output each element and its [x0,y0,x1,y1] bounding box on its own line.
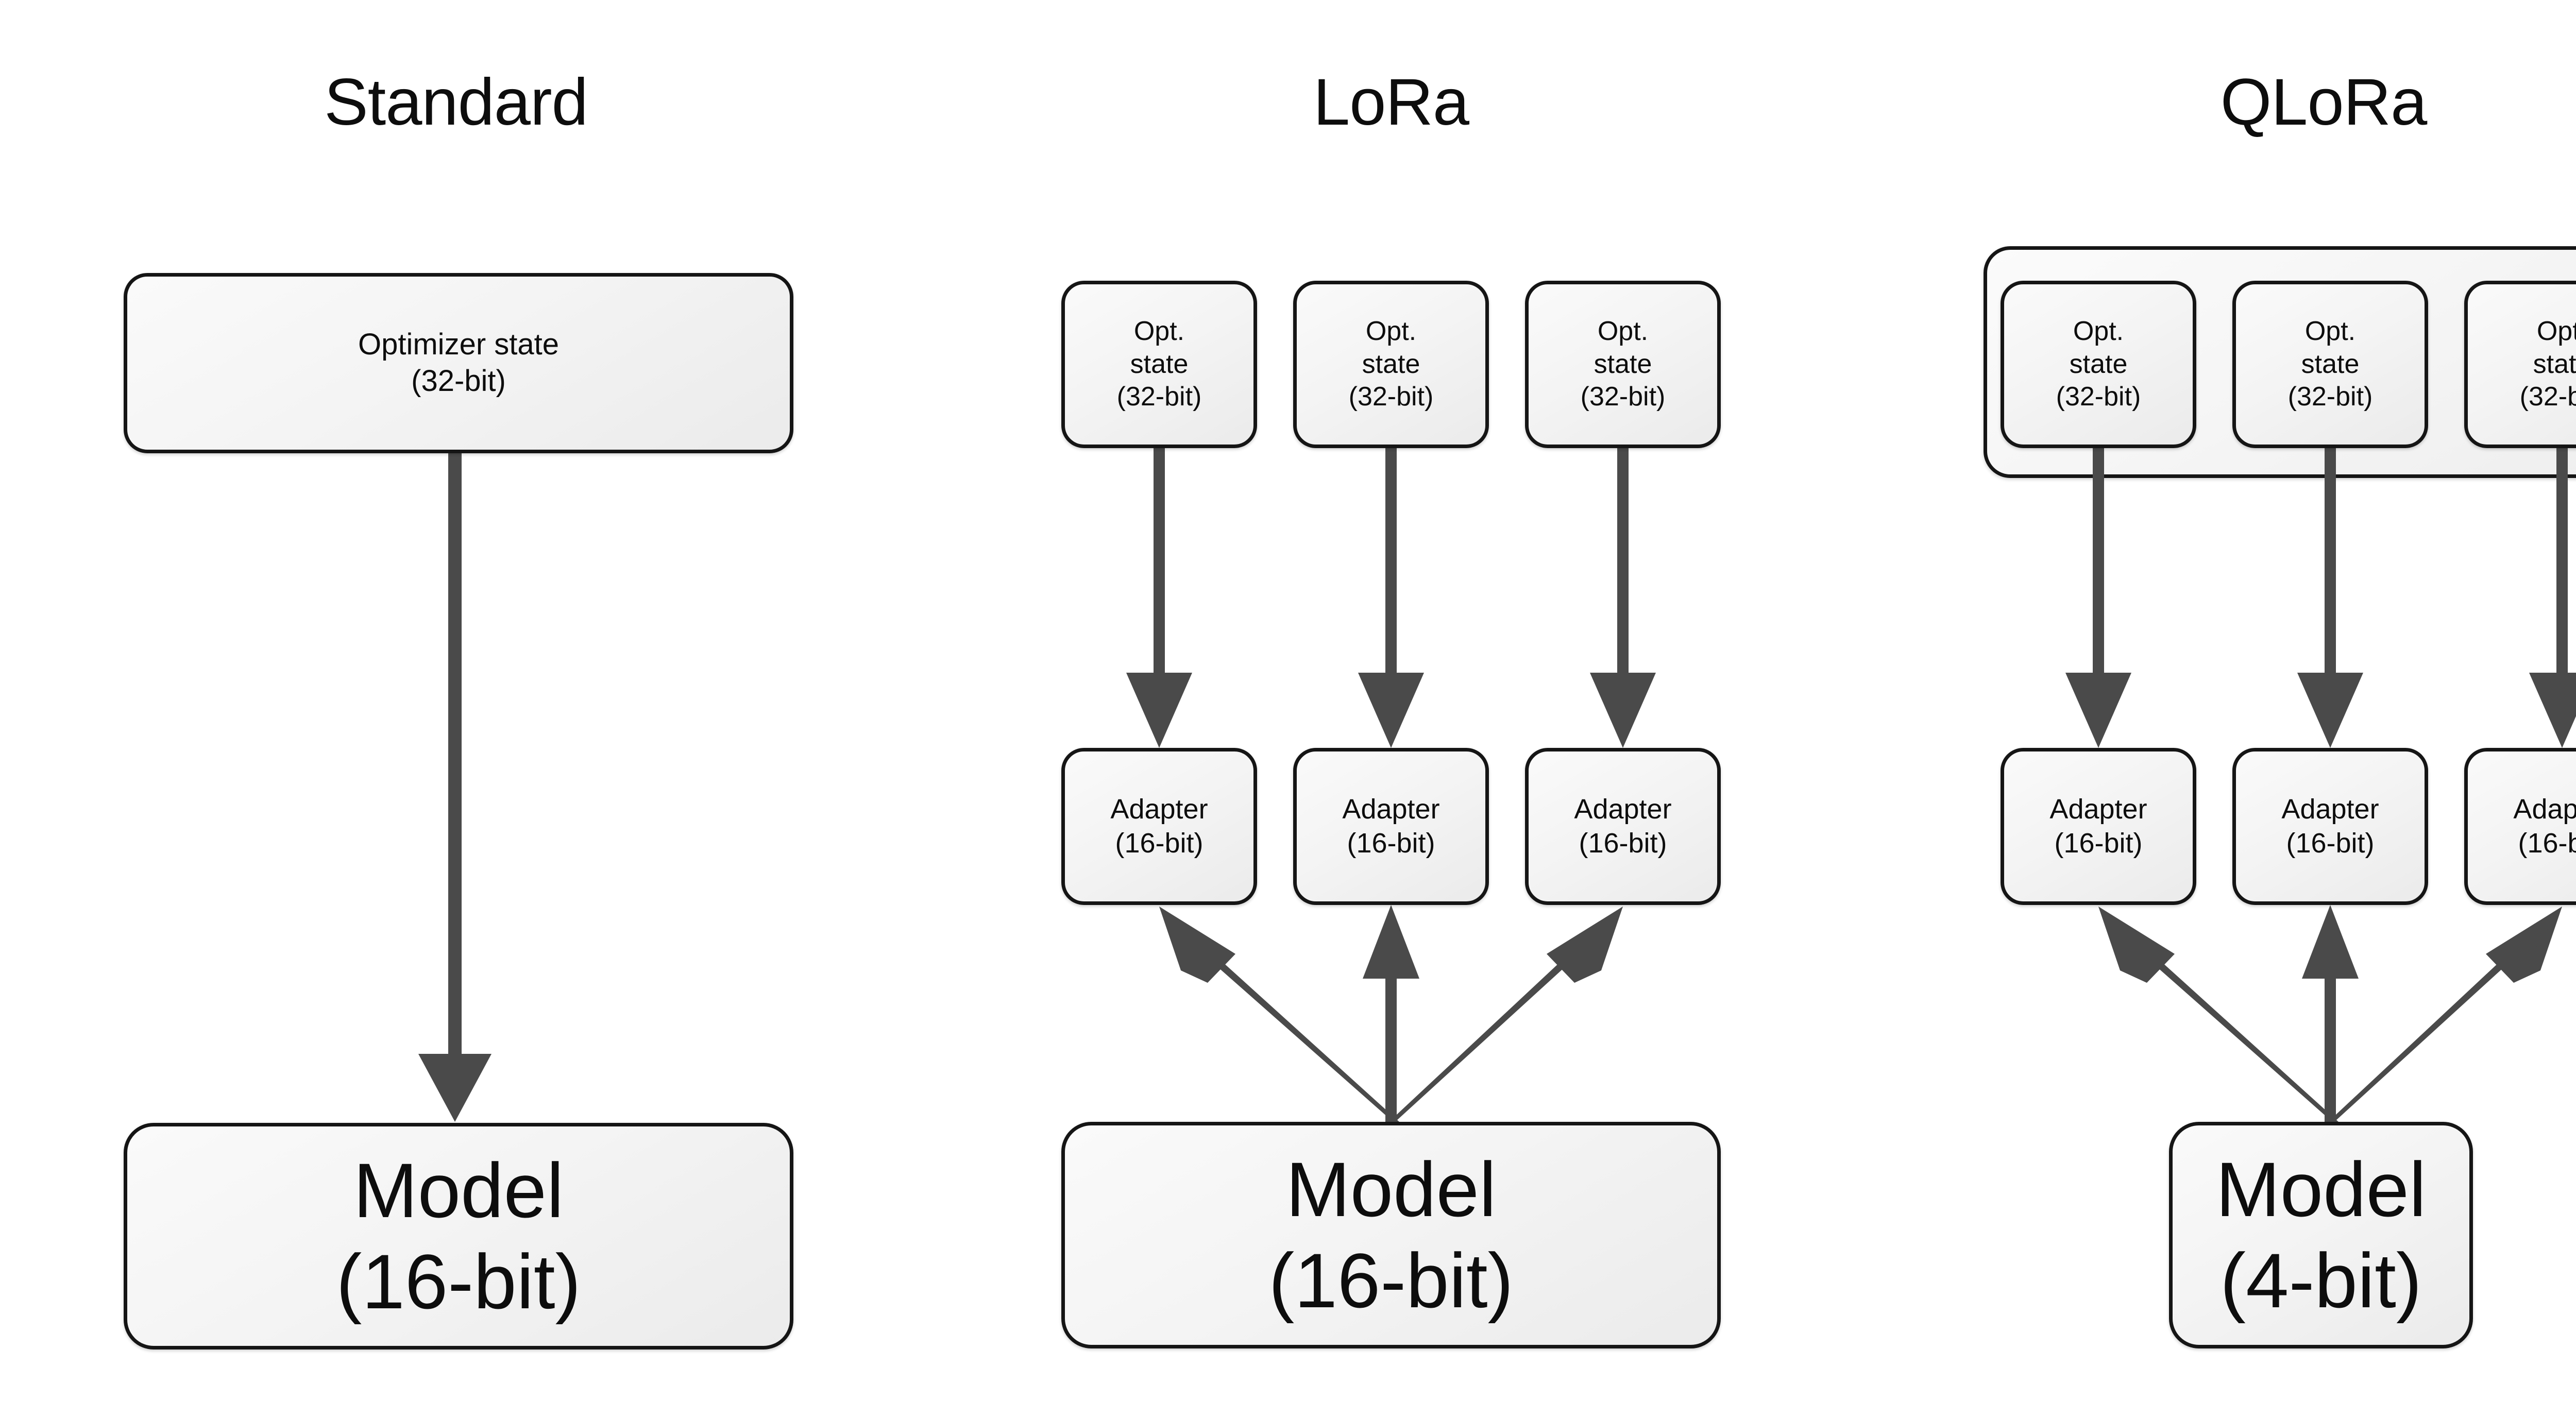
qlora-opt-3-label-2: state [2533,349,2576,379]
arrow-qlora-model-to-adapter-left [2098,907,2338,1122]
qlora-model-label-2: (4-bit) [2220,1237,2422,1324]
qlora-opt-2-label-1: Opt. [2304,316,2356,347]
lora-opt-2-label-3: (32-bit) [1348,382,1434,412]
lora-opt-3-label-3: (32-bit) [1580,382,1666,412]
arrow-lora-opt-to-adapter-1 [1126,446,1192,748]
lora-opt-1-label-1: Opt. [1133,316,1185,347]
qlora-adapter-box-2[interactable]: Adapter (16-bit) [2232,748,2428,905]
qlora-opt-3-label-3: (32-bit) [2519,382,2576,412]
standard-model-label-1: Model [353,1147,564,1234]
lora-adapter-3-label-2: (16-bit) [1579,827,1667,859]
arrow-lora-opt-to-adapter-2 [1358,446,1424,748]
lora-model-label-2: (16-bit) [1268,1237,1514,1324]
lora-adapter-1-label-2: (16-bit) [1115,827,1204,859]
lora-opt-3-label-2: state [1594,349,1652,379]
column-title-standard: Standard [324,65,588,139]
lora-opt-1-label-3: (32-bit) [1116,382,1202,412]
lora-adapter-box-2[interactable]: Adapter (16-bit) [1293,748,1489,905]
qlora-adapter-2-label-2: (16-bit) [2286,827,2375,859]
lora-adapter-2-label-1: Adapter [1342,793,1440,825]
arrow-qlora-model-to-adapter-center [2302,905,2359,1123]
qlora-adapter-1-label-1: Adapter [2049,793,2147,825]
qlora-adapter-2-label-1: Adapter [2281,793,2379,825]
qlora-model-box[interactable]: Model (4-bit) [2169,1122,2473,1348]
lora-adapter-1-label-1: Adapter [1110,793,1208,825]
lora-opt-2-label-2: state [1362,349,1420,379]
standard-optimizer-state-box[interactable]: Optimizer state (32-bit) [124,273,793,453]
qlora-opt-1-label-3: (32-bit) [2056,382,2141,412]
qlora-opt-1-label-1: Opt. [2073,316,2124,347]
arrow-qlora-opt-to-adapter-3 [2529,446,2576,748]
arrow-qlora-opt-to-adapter-1 [2065,446,2131,748]
arrow-lora-model-to-adapter-left [1159,907,1399,1122]
qlora-opt-1-label-2: state [2069,349,2128,379]
lora-opt-2-label-1: Opt. [1365,316,1417,347]
column-title-qlora: QLoRa [2220,65,2428,139]
qlora-opt-3-label-1: Opt. [2536,316,2576,347]
column-title-lora: LoRa [1313,65,1469,139]
standard-optimizer-label-1: Optimizer state [358,328,559,362]
arrow-lora-model-to-adapter-center [1363,905,1419,1123]
lora-opt-3-label-1: Opt. [1597,316,1649,347]
lora-adapter-box-1[interactable]: Adapter (16-bit) [1061,748,1257,905]
qlora-adapter-3-label-2: (16-bit) [2518,827,2576,859]
lora-adapter-box-3[interactable]: Adapter (16-bit) [1525,748,1721,905]
qlora-opt-state-box-1[interactable]: Opt. state (32-bit) [2001,281,2196,448]
standard-model-box[interactable]: Model (16-bit) [124,1123,793,1349]
arrow-qlora-opt-to-adapter-2 [2297,446,2363,748]
lora-adapter-2-label-2: (16-bit) [1347,827,1435,859]
arrow-lora-model-to-adapter-right [1389,907,1623,1122]
qlora-opt-state-box-2[interactable]: Opt. state (32-bit) [2232,281,2428,448]
arrow-lora-opt-to-adapter-3 [1590,446,1656,748]
lora-opt-state-box-3[interactable]: Opt. state (32-bit) [1525,281,1721,448]
lora-opt-state-box-1[interactable]: Opt. state (32-bit) [1061,281,1257,448]
arrow-qlora-model-to-adapter-right [2328,907,2562,1122]
lora-model-box[interactable]: Model (16-bit) [1061,1122,1721,1348]
lora-opt-state-box-2[interactable]: Opt. state (32-bit) [1293,281,1489,448]
qlora-adapter-1-label-2: (16-bit) [2054,827,2143,859]
qlora-adapter-box-1[interactable]: Adapter (16-bit) [2001,748,2196,905]
qlora-adapter-box-3[interactable]: Adapter (16-bit) [2464,748,2576,905]
qlora-opt-2-label-3: (32-bit) [2287,382,2373,412]
standard-model-label-2: (16-bit) [336,1238,581,1325]
qlora-opt-state-box-3[interactable]: Opt. state (32-bit) [2464,281,2576,448]
lora-opt-1-label-2: state [1130,349,1189,379]
lora-adapter-3-label-1: Adapter [1574,793,1672,825]
lora-model-label-1: Model [1285,1146,1497,1233]
standard-optimizer-label-2: (32-bit) [411,364,506,398]
qlora-adapter-3-label-1: Adapter [2513,793,2576,825]
qlora-model-label-1: Model [2215,1146,2427,1233]
qlora-opt-2-label-2: state [2301,349,2360,379]
arrow-standard-optimizer-to-model [418,452,492,1122]
